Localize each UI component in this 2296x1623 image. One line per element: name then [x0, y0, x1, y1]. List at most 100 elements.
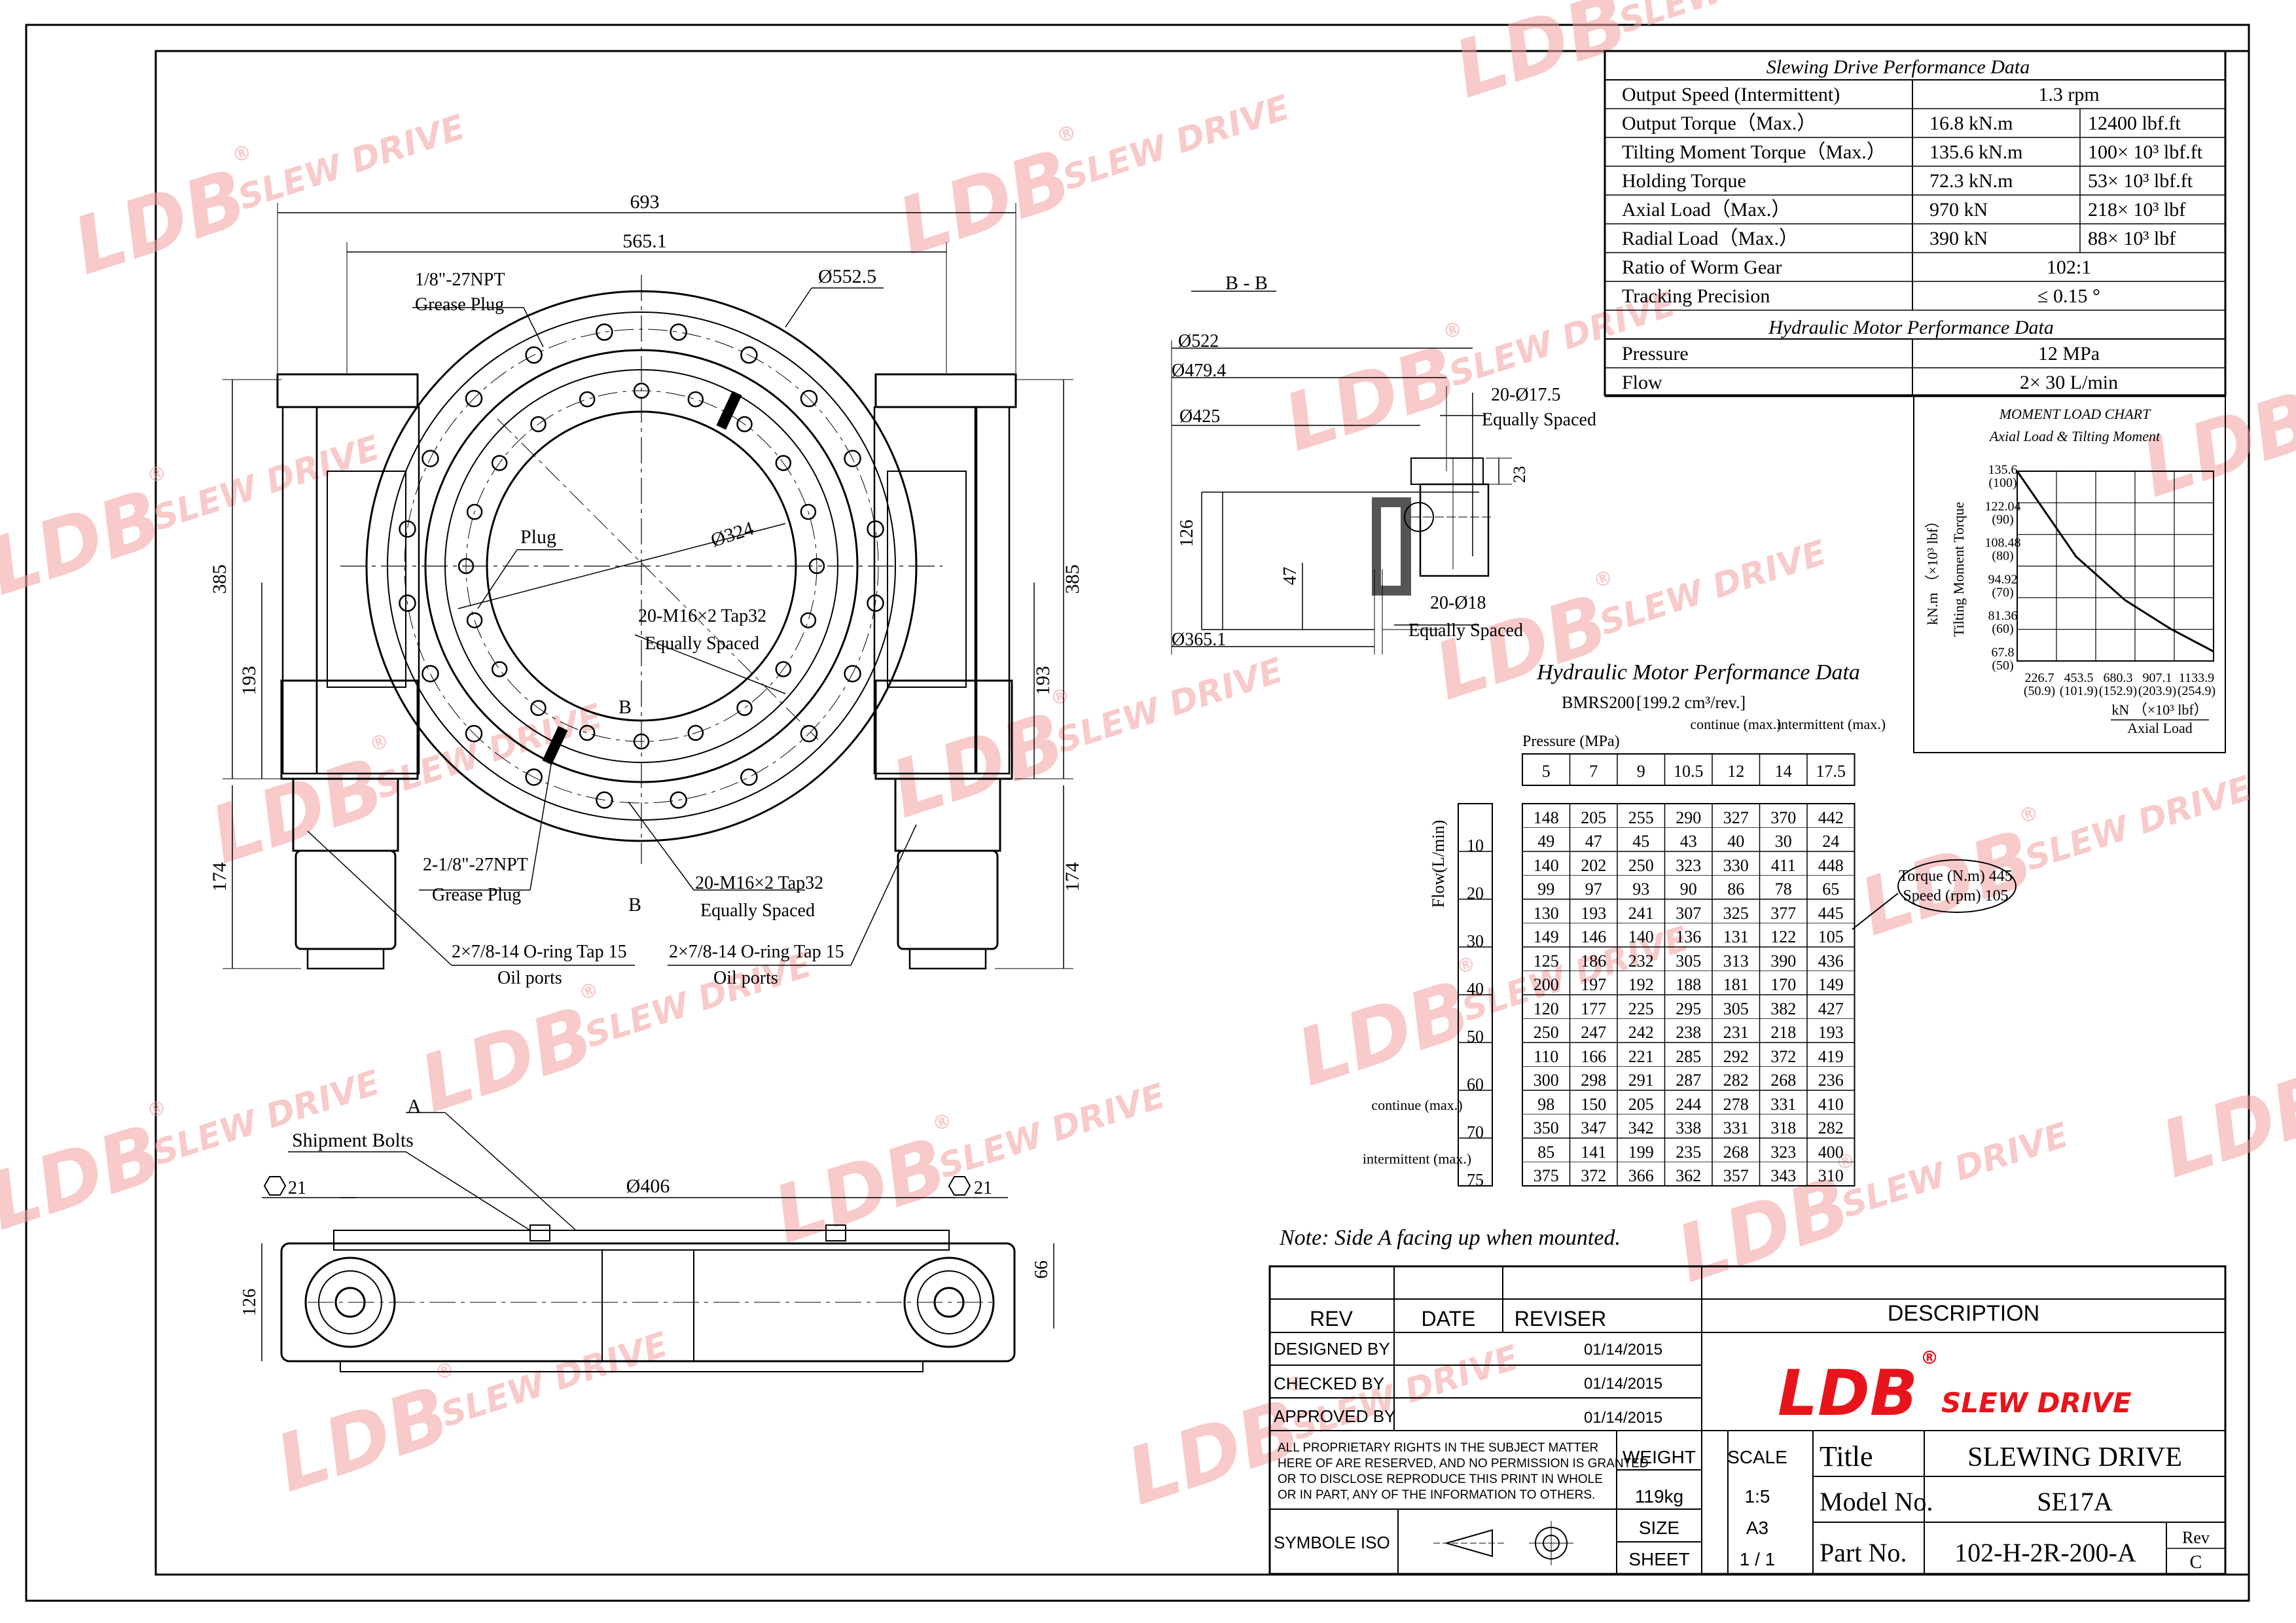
hyd-speed-cell: 97 — [1585, 880, 1602, 899]
moment-ytick-imperial: (60) — [1992, 622, 2013, 636]
hyd-speed-cell: 47 — [1585, 832, 1602, 851]
tb-weight-label: WEIGHT — [1623, 1447, 1696, 1467]
grease-plug-label-1: Grease Plug — [415, 294, 504, 315]
bolt-hole-inner — [775, 455, 792, 471]
hyd-speed-cell: 90 — [1680, 880, 1697, 899]
bolt-hole-outer — [800, 389, 818, 408]
hyd-torque-cell: 268 — [1723, 1143, 1749, 1162]
bolt-hole-inner — [775, 661, 792, 677]
tb-reviser: REVISER — [1515, 1307, 1606, 1330]
tb-sheet-label: SHEET — [1628, 1549, 1689, 1569]
hyd-flow-cell: 50 — [1467, 1027, 1484, 1046]
oring-label-1: 2×7/8-14 O-ring Tap 15 — [452, 942, 627, 962]
perf-row-value: 390 kN — [1929, 228, 1988, 249]
tb-model: SE17A — [2037, 1487, 2113, 1516]
hyd-torque-cell: 140 — [1534, 856, 1559, 875]
iso-projection-icon — [1433, 1521, 1573, 1565]
bolt-hole-outer — [525, 346, 543, 364]
hyd-speed-cell: 136 — [1676, 927, 1701, 946]
watermark-tag: SLEW DRIVE — [149, 429, 385, 539]
watermark-logo: LDB — [410, 990, 604, 1131]
moment-ytick-imperial: (100) — [1988, 476, 2017, 490]
perf-row-value-imperial: 12400 lbf.ft — [2088, 113, 2181, 134]
hole-175-note: Equally Spaced — [1482, 410, 1596, 430]
tb-symbol: SYMBOLE ISO — [1274, 1533, 1390, 1552]
hyd-torque-cell: 177 — [1581, 999, 1606, 1018]
watermark-logo: LDB — [200, 741, 395, 882]
hyd-torque-cell: 225 — [1628, 999, 1654, 1018]
hyd-flow-cell: 10 — [1467, 836, 1484, 855]
hyd-torque-cell: 250 — [1628, 856, 1654, 875]
hex-icon-left — [263, 1176, 287, 1196]
hyd-torque-cell: 382 — [1770, 999, 1796, 1018]
dim-406: Ø406 — [626, 1175, 670, 1197]
hyd-flow-cell: 40 — [1467, 980, 1484, 999]
hyd-speed-cell: 343 — [1770, 1166, 1796, 1185]
moment-ytick-imperial: (90) — [1992, 512, 2013, 527]
tb-scale-label: SCALE — [1727, 1447, 1787, 1467]
hyd-flow-cell: 75 — [1467, 1171, 1484, 1190]
hyd-torque-cell: 278 — [1723, 1095, 1749, 1114]
hyd-torque-cell: 186 — [1581, 952, 1606, 971]
hyd-speed-cell: 170 — [1770, 975, 1796, 994]
moment-xtick: 453.5 — [2064, 671, 2094, 685]
watermark-logo: LDB — [2151, 1056, 2296, 1196]
hyd-speed-cell: 366 — [1628, 1166, 1654, 1185]
tb-rights-1: ALL PROPRIETARY RIGHTS IN THE SUBJECT MA… — [1278, 1441, 1598, 1455]
hyd-torque-cell: 411 — [1771, 856, 1796, 875]
tap-inner-label: 20-M16×2 Tap32 — [638, 606, 766, 626]
hex-21-left: 21 — [288, 1178, 306, 1198]
hyd-torque-cell: 285 — [1676, 1047, 1701, 1066]
hyd-speed-cell: 357 — [1723, 1166, 1749, 1185]
hyd-torque-cell: 235 — [1676, 1143, 1701, 1162]
side-labels: A Shipment Bolts 21 21 Ø406 126 66 — [240, 1096, 1052, 1316]
bolt-hole-outer — [399, 520, 416, 538]
dim-47: 47 — [1280, 567, 1300, 585]
performance-table — [1604, 50, 2227, 397]
tb-part: 102-H-2R-200-A — [1954, 1538, 2136, 1567]
moment-xtick: 907.1 — [2143, 671, 2172, 685]
hyd-perf-value: 12 MPa — [2038, 343, 2100, 365]
bolt-hole-outer — [670, 791, 687, 809]
hyd-flow-cell: 30 — [1467, 932, 1484, 951]
hyd-speed-cell: 231 — [1723, 1023, 1749, 1042]
tb-rev: REV — [1310, 1307, 1353, 1330]
moment-ytick: 81.36 — [1988, 609, 2018, 623]
moment-xtick-imperial: (101.9) — [2060, 684, 2098, 698]
hyd-flow-cell: 60 — [1467, 1075, 1484, 1094]
tb-date-2: 01/14/2015 — [1584, 1375, 1662, 1393]
bolt-hole-outer — [465, 389, 483, 408]
hyd-speed-cell: 268 — [1770, 1071, 1796, 1090]
hyd-torque-cell: 331 — [1770, 1095, 1796, 1114]
moment-ytick: 67.8 — [1992, 645, 2015, 660]
hyd-perf-label: Flow — [1622, 372, 1662, 393]
hyd-torque-cell: 241 — [1628, 904, 1654, 923]
side-view — [261, 1112, 1054, 1372]
bolt-hole-outer — [844, 450, 861, 467]
hyd-speed-cell: 298 — [1581, 1071, 1606, 1090]
dim-522: Ø522 — [1178, 331, 1219, 351]
bolt-hole-outer — [399, 594, 416, 612]
moment-xtick-imperial: (254.9) — [2178, 684, 2215, 698]
moment-ylabel-2: Tilting Moment Torque — [1950, 502, 1967, 637]
plan-labels: 693 565.1 Ø552.5 Ø324 1/8"-27NPT Grease … — [209, 191, 1083, 988]
hyd-speed-cell: 375 — [1534, 1166, 1559, 1185]
tb-designed: DESIGNED BY — [1274, 1339, 1390, 1359]
bolt-hole-inner — [491, 455, 508, 471]
hyd-torque-cell: 125 — [1534, 952, 1559, 971]
hyd-torque-cell: 419 — [1818, 1047, 1844, 1066]
tb-sheet: 1 / 1 — [1740, 1549, 1775, 1569]
hyd-speed-cell: 331 — [1723, 1118, 1749, 1137]
hyd-row-intermittent: intermittent (max.) — [1363, 1150, 1471, 1167]
watermark-tag: SLEW DRIVE — [2020, 769, 2257, 879]
tb-rev-value: C — [2190, 1552, 2202, 1573]
bolt-hole-outer — [740, 768, 758, 786]
hyd-pressure-cell: 7 — [1589, 762, 1598, 781]
hyd-speed-cell: 372 — [1581, 1166, 1606, 1185]
hyd-speed-cell: 40 — [1727, 832, 1744, 851]
hyd-torque-cell: 313 — [1723, 952, 1749, 971]
tb-checked: CHECKED BY — [1274, 1374, 1384, 1393]
hyd-speed-cell: 218 — [1770, 1023, 1796, 1042]
